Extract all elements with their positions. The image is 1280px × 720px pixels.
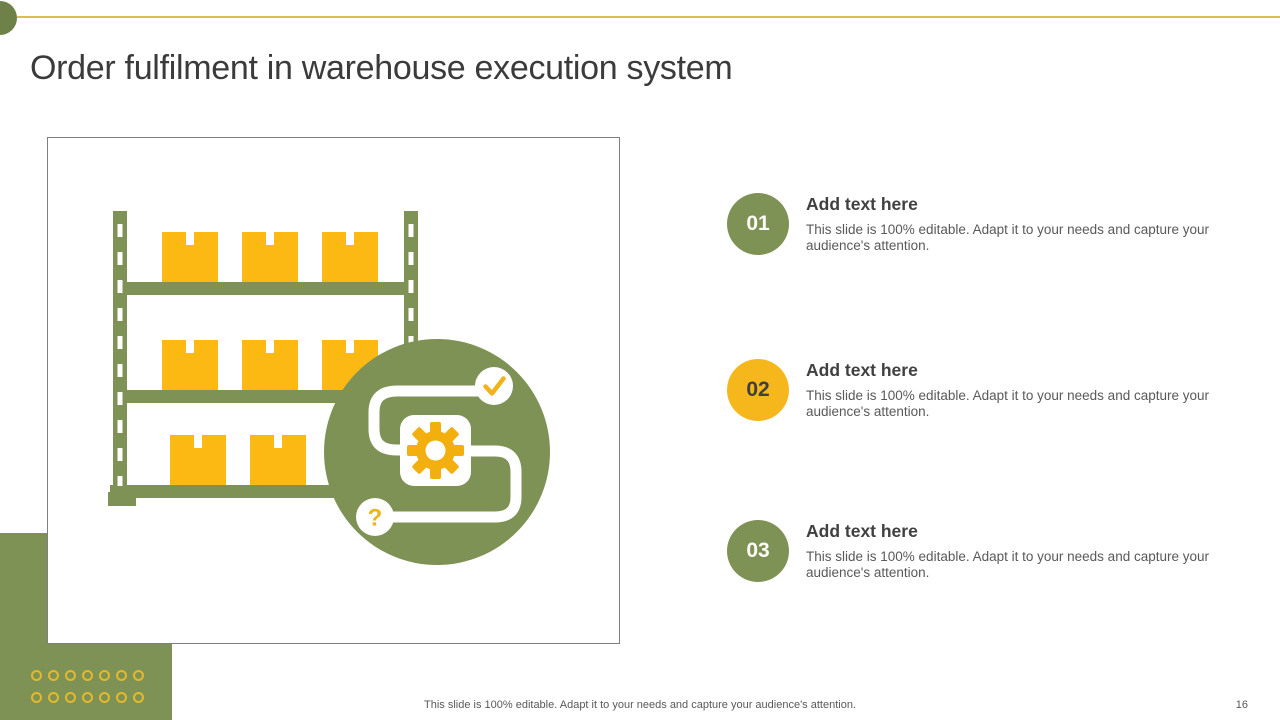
svg-text:?: ? (368, 505, 383, 532)
page-number: 16 (1235, 699, 1248, 711)
gear-icon (407, 422, 464, 479)
header-rule-line (17, 16, 1280, 18)
dot-row (31, 670, 144, 681)
item-body-text: This slide is 100% editable. Adapt it to… (806, 388, 1209, 420)
ring-dot (116, 692, 127, 703)
step-number-badge: 01 (727, 193, 789, 255)
footer-note: This slide is 100% editable. Adapt it to… (424, 699, 856, 711)
corner-halfcircle-decoration (0, 1, 17, 35)
list-item: 02 Add text here This slide is 100% edit… (727, 359, 1218, 421)
ring-dot (31, 692, 42, 703)
item-heading: Add text here (806, 194, 918, 214)
dot-grid-decoration (31, 670, 144, 703)
ring-dot (31, 670, 42, 681)
item-heading: Add text here (806, 521, 918, 541)
ring-dot (99, 692, 110, 703)
ring-dot (116, 670, 127, 681)
list-item: 03 Add text here This slide is 100% edit… (727, 520, 1218, 582)
ring-dot (48, 692, 59, 703)
dot-row (31, 692, 144, 703)
warehouse-illustration: ? (108, 211, 550, 565)
page-title: Order fulfilment in warehouse execution … (30, 48, 733, 87)
checkmark-icon (475, 367, 513, 405)
ring-dot (99, 670, 110, 681)
ring-dot (48, 670, 59, 681)
ring-dot (82, 692, 93, 703)
item-body-text: This slide is 100% editable. Adapt it to… (806, 549, 1209, 581)
ring-dot (65, 670, 76, 681)
ring-dot (133, 692, 144, 703)
process-flow-icon: ? (324, 339, 550, 565)
list-item: 01 Add text here This slide is 100% edit… (727, 193, 1218, 255)
step-number-badge: 03 (727, 520, 789, 582)
ring-dot (65, 692, 76, 703)
step-number-badge: 02 (727, 359, 789, 421)
question-mark-icon: ? (356, 498, 394, 536)
item-heading: Add text here (806, 360, 918, 380)
item-body-text: This slide is 100% editable. Adapt it to… (806, 222, 1209, 254)
ring-dot (82, 670, 93, 681)
ring-dot (133, 670, 144, 681)
